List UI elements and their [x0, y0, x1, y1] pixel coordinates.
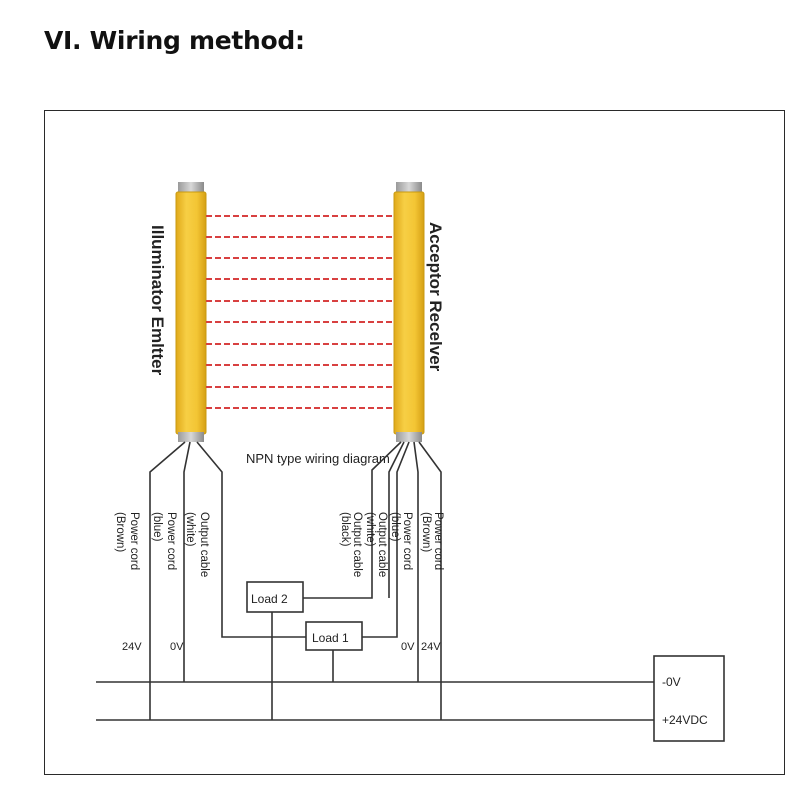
wire-label: (black)	[339, 512, 351, 547]
wire-label: (blue)	[151, 512, 163, 542]
power-supply-box: -0V +24VDC	[653, 655, 725, 742]
wire-label: Output cable	[198, 512, 210, 577]
receiver-blue-wire	[362, 441, 410, 638]
wire-label: Power cord	[128, 512, 140, 570]
receiver-bar	[393, 182, 425, 442]
wiring-lines	[96, 441, 655, 721]
wire-label: (Brown)	[420, 512, 432, 552]
emitter-title: Illuminator Emltter	[148, 225, 167, 376]
wire-label: (blue)	[389, 512, 401, 542]
load1-box: Load 1	[305, 621, 363, 651]
emitter-brown-wire	[149, 441, 186, 720]
receiver-title: Acceptor Recelver	[426, 222, 445, 372]
wire-label: Power cord	[432, 512, 444, 570]
wire-label: (white)	[364, 512, 376, 547]
emitter-24v-label: 24V	[122, 641, 142, 653]
emitter-0v-label: 0V	[170, 641, 184, 653]
wire-label: Power cord	[401, 512, 413, 570]
emitter-wire-labels: Power cord (Brown) Power cord (blue) Out…	[114, 512, 210, 577]
load2-label: Load 2	[251, 592, 288, 606]
receiver-black-wire	[303, 441, 402, 599]
wire-label: Power cord	[165, 512, 177, 570]
diagram-frame	[44, 110, 785, 775]
npn-caption: NPN type wiring diagram	[246, 451, 390, 466]
receiver-white-wire	[388, 441, 405, 598]
load1-label: Load 1	[312, 631, 349, 645]
receiver-brown-wire	[418, 441, 442, 720]
wire-label: Output cable	[376, 512, 388, 577]
supply-24v-label: +24VDC	[662, 713, 708, 727]
emitter-blue-wire	[183, 441, 191, 682]
receiver-wire-labels: Output cable (black) Output cable (white…	[339, 512, 444, 577]
emitter-bar	[175, 182, 207, 442]
light-beams	[206, 215, 394, 409]
section-heading: VI. Wiring method:	[44, 26, 305, 55]
wire-label: Output cable	[351, 512, 363, 577]
supply-0v-label: -0V	[662, 675, 681, 689]
wire-label: (white)	[184, 512, 196, 547]
emitter-white-wire	[196, 441, 306, 638]
receiver-blue-wire-lower	[413, 441, 419, 682]
receiver-24v-label: 24V	[421, 641, 441, 653]
receiver-0v-label: 0V	[401, 641, 415, 653]
wire-label: (Brown)	[114, 512, 126, 552]
load2-box: Load 2	[246, 581, 304, 613]
